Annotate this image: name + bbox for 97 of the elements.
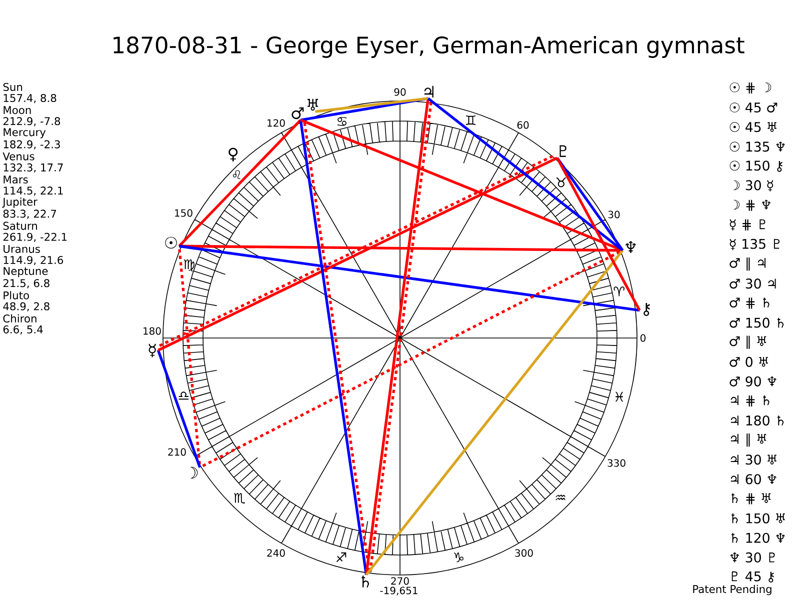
zodiac-glyph: ♍ — [184, 259, 194, 272]
aspect-entry: ♂ ∥ ♃ — [730, 257, 766, 271]
position-text: 21.5, 6.8 — [3, 279, 50, 288]
planet-name: Chiron — [3, 314, 36, 323]
zodiac-glyph: ♉ — [556, 178, 566, 188]
planet-glyph: ☽ — [190, 466, 198, 479]
aspect-line — [556, 157, 641, 311]
aspect-entry: ☉ 150 ⚷ — [730, 160, 782, 172]
aspect-entry: ♂ 30 ♃ — [730, 278, 776, 289]
degree-label: 120 — [268, 119, 285, 127]
zodiac-glyph: ♈ — [614, 286, 624, 296]
planet-name: Mercury — [4, 128, 46, 138]
aspect-entry: ♂ ∥ ♅ — [730, 336, 766, 349]
position-text: 114.9, 21.6 — [4, 256, 64, 266]
planet-glyph: ♄ — [362, 576, 369, 588]
aspect-line — [179, 244, 623, 252]
aspect-line — [178, 244, 640, 312]
aspect-line — [300, 118, 624, 252]
planet-glyph: ⚷ — [644, 303, 650, 316]
aspect-line — [427, 97, 624, 252]
planet-name: Moon — [4, 106, 31, 114]
degree-label: 0 — [640, 334, 646, 342]
zodiac-glyph: ♑ — [454, 552, 464, 562]
position-text: 212.9, -7.8 — [3, 117, 60, 126]
aspect-entry: ♄ 150 ♅ — [732, 513, 785, 524]
planet-glyph: ♅ — [308, 98, 318, 111]
position-text: 182.9, -2.3 — [4, 140, 60, 150]
planet-glyph: ♀ — [228, 148, 238, 162]
aspect-entry: ♃ 60 ♆ — [730, 474, 776, 484]
position-text: 48.9, 2.8 — [3, 302, 50, 312]
aspect-line — [156, 350, 202, 468]
aspect-line — [178, 119, 302, 248]
aspect-entry: ♆ 30 ♇ — [730, 552, 775, 562]
position-text: 83.3, 22.7 — [3, 210, 56, 219]
aspect-entry: ☉ ⋕ ☽ — [730, 82, 772, 94]
degree-label: 30 — [608, 210, 620, 218]
planet-name: Neptune — [4, 267, 48, 278]
planet-glyph: ☿ — [148, 344, 156, 358]
position-text: 114.5, 22.1 — [4, 186, 63, 196]
aspect-entry: ♃ 30 ♅ — [730, 454, 776, 465]
aspect-entry: ♃ ⋕ ♄ — [730, 395, 770, 406]
number-label: -19,651 — [380, 586, 418, 596]
zodiac-glyph: ♐ — [336, 552, 346, 562]
planet-name: Venus — [2, 152, 34, 160]
degree-label: 300 — [515, 549, 533, 557]
degree-label: 210 — [168, 448, 186, 456]
planet-glyph: ♂ — [292, 107, 304, 120]
aspect-entry: ♄ 120 ♆ — [732, 532, 785, 543]
aspect-entry: ♂ 90 ♆ — [730, 376, 776, 386]
aspect-entry: ☉ 45 ♂ — [730, 102, 778, 113]
aspect-entry: ☽ ⋕ ♆ — [733, 200, 771, 211]
aspect-entry: ♇ 45 ⚷ — [732, 571, 774, 583]
planet-name: Jupiter — [2, 198, 38, 208]
degree-label: 150 — [175, 209, 192, 217]
position-text: 157.4, 8.8 — [4, 94, 56, 104]
position-text: 132.3, 17.7 — [4, 163, 63, 173]
aspect-entry: ☉ 135 ♆ — [730, 142, 785, 152]
aspect-entry: ♃ ∥ ♅ — [730, 434, 766, 447]
planet-glyph: ♇ — [560, 145, 566, 157]
zodiac-glyph: ♒ — [556, 494, 566, 500]
degree-label: 330 — [608, 459, 626, 467]
planet-name: Uranus — [4, 245, 40, 253]
aspect-entry: ♂ ⋕ ♄ — [730, 298, 770, 309]
aspect-entry: ☿ ⋕ ♇ — [730, 219, 766, 230]
aspect-line — [315, 97, 428, 113]
aspect-line — [556, 157, 624, 252]
aspect-entry: ♂ 150 ♄ — [730, 318, 784, 328]
degree-label: 270 — [391, 577, 409, 585]
planet-name: Saturn — [3, 222, 37, 230]
aspect-line — [365, 250, 624, 576]
zodiac-glyph: ♏ — [234, 493, 246, 504]
planet-name: Pluto — [4, 291, 29, 300]
aspect-entry: ♂ 0 ♅ — [730, 356, 768, 367]
footer-text: Patent Pending — [693, 584, 772, 596]
planet-glyph: ☉ — [165, 236, 177, 249]
title: 1870-08-31 - George Eyser, German-American gymnast — [114, 36, 744, 58]
aspect-entry: ☉ 45 ♅ — [730, 122, 776, 132]
zodiac-glyph: ♊ — [466, 115, 476, 126]
degree-label: 240 — [267, 549, 285, 557]
degree-label: 90 — [394, 88, 406, 96]
aspect-entry: ♃ 180 ♄ — [730, 415, 784, 426]
zodiac-glyph: ♎ — [178, 392, 188, 400]
planet-name: Sun — [3, 82, 22, 92]
position-text: 261.9, -22.1 — [3, 232, 67, 242]
planet-glyph: ♆ — [626, 241, 636, 253]
position-text: 6.6, 5.4 — [3, 325, 43, 335]
degree-label: 60 — [517, 121, 529, 129]
planet-glyph: ♃ — [424, 86, 434, 98]
zodiac-glyph: ♋ — [338, 117, 346, 126]
aspect-entry: ☽ 30 ☿ — [733, 180, 774, 192]
degree-label: 180 — [144, 327, 161, 335]
planet-name: Mars — [4, 176, 28, 184]
aspect-entry: ☿ 135 ♇ — [730, 238, 780, 250]
zodiac-glyph: ♓ — [615, 392, 624, 402]
aspect-line — [300, 97, 428, 122]
zodiac-glyph: ♌ — [232, 170, 240, 180]
aspect-entry: ♄ ⋕ ♅ — [732, 493, 771, 504]
